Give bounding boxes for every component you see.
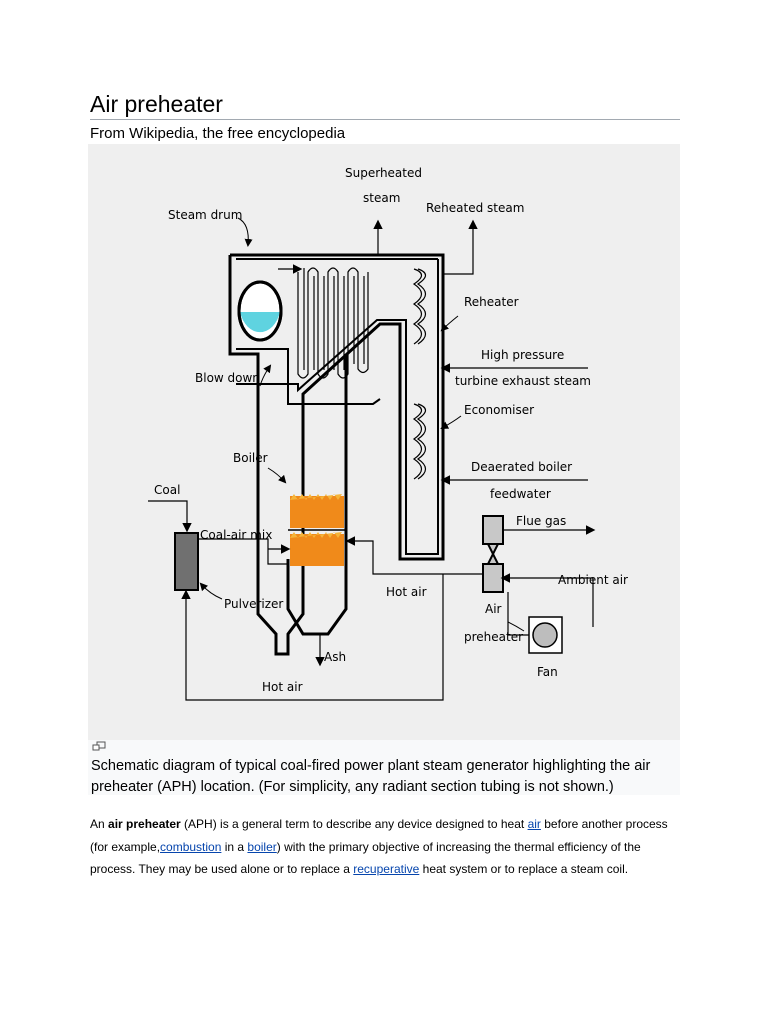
- magnify-clip-icon[interactable]: [92, 741, 106, 751]
- label-ash: Ash: [324, 650, 346, 664]
- label-blowdown: Blow down: [195, 371, 260, 385]
- flow-lines: [148, 219, 596, 701]
- label-pointers: [199, 217, 525, 632]
- label-reheated-steam: Reheated steam: [426, 201, 524, 215]
- label-high-pressure: High pressure: [481, 348, 564, 362]
- label-boiler: Boiler: [233, 451, 268, 465]
- bold-term: air preheater: [108, 817, 181, 831]
- burner-flames: [288, 494, 346, 566]
- label-economiser: Economiser: [464, 403, 534, 417]
- label-feedwater: feedwater: [490, 487, 551, 501]
- boiler-schematic-diagram[interactable]: Superheated steam Reheated steam Steam d…: [88, 144, 680, 740]
- intro-paragraph: An air preheater (APH) is a general term…: [90, 817, 668, 876]
- label-pulverizer: Pulverizer: [224, 597, 283, 611]
- fan-unit: [528, 616, 563, 654]
- label-hot-air-right: Hot air: [386, 585, 427, 599]
- label-hot-air-bottom: Hot air: [262, 680, 303, 694]
- thumbnail-figure: Superheated steam Reheated steam Steam d…: [88, 144, 680, 795]
- label-coal-air-mix: Coal-air mix: [200, 528, 272, 542]
- label-superheated: Superheated: [345, 166, 422, 180]
- label-superheated-steam: steam: [363, 191, 400, 205]
- label-coal: Coal: [154, 483, 180, 497]
- page-title: Air preheater: [90, 91, 680, 120]
- link-air[interactable]: air: [527, 817, 541, 831]
- air-preheater-unit: [482, 515, 504, 593]
- label-preheater: preheater: [464, 630, 523, 644]
- reheater-coils: [412, 268, 427, 345]
- economiser-coils: [412, 403, 427, 480]
- superheater-coils: [297, 267, 369, 379]
- pulverizer-unit: [174, 532, 199, 591]
- ash-hopper: [286, 354, 348, 636]
- figure-caption: Schematic diagram of typical coal-fired …: [91, 758, 651, 795]
- label-ambient-air: Ambient air: [558, 573, 628, 587]
- boiler-inner-walls: [236, 258, 439, 555]
- diagram-labels: Superheated steam Reheated steam Steam d…: [154, 166, 628, 694]
- label-steam-drum: Steam drum: [168, 208, 242, 222]
- label-air: Air: [485, 602, 502, 616]
- steam-drum: [237, 280, 283, 342]
- link-combustion[interactable]: combustion: [160, 839, 222, 854]
- label-turbine-exhaust: turbine exhaust steam: [455, 374, 591, 388]
- link-boiler[interactable]: boiler: [247, 839, 277, 854]
- label-deaerated: Deaerated boiler: [471, 460, 572, 474]
- link-recuperative[interactable]: recuperative: [353, 862, 420, 876]
- label-flue-gas: Flue gas: [516, 514, 566, 528]
- label-reheater: Reheater: [464, 295, 519, 309]
- site-tagline: From Wikipedia, the free encyclopedia: [90, 125, 346, 142]
- label-fan: Fan: [537, 665, 558, 679]
